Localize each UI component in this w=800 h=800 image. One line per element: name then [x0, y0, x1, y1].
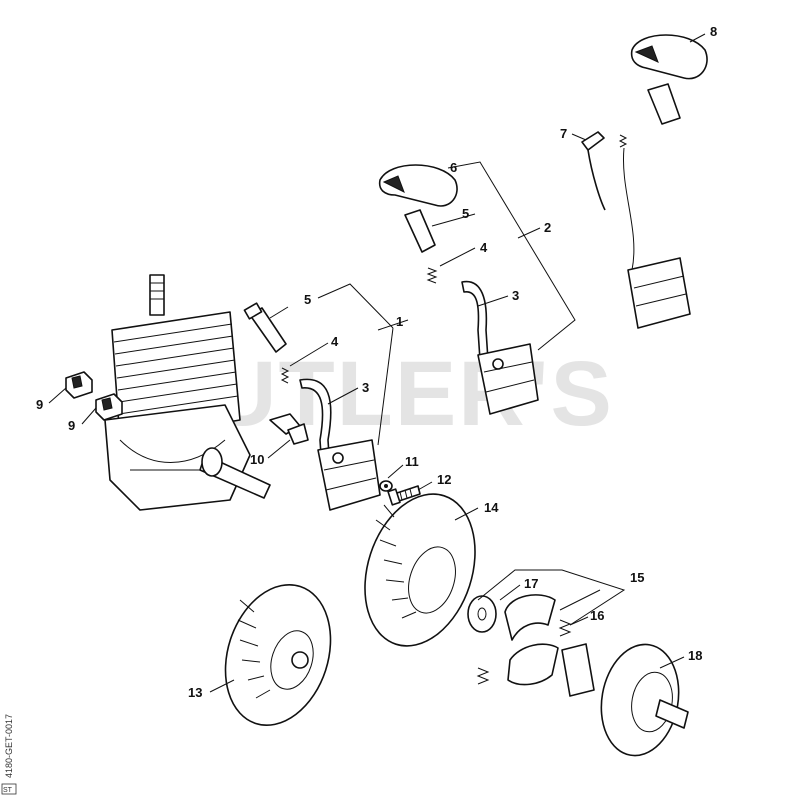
part-18-clutch-drum [600, 643, 689, 757]
callout-18: 18 [688, 648, 702, 663]
callout-9-lower: 9 [68, 418, 75, 433]
leader-lines [48, 33, 706, 693]
callout-3-left: 3 [362, 380, 369, 395]
part-16-spring [476, 619, 572, 685]
callout-4-right: 4 [480, 240, 488, 255]
part-4-spring-right [426, 267, 438, 284]
callout-9-upper: 9 [36, 397, 43, 412]
callout-labels: 1 2 3 3 4 4 5 5 6 7 8 9 9 10 11 12 13 14… [36, 24, 717, 700]
part-14-fan-wheel [364, 493, 476, 647]
part-8-cap [630, 34, 708, 80]
callout-14: 14 [484, 500, 499, 515]
callout-12: 12 [437, 472, 451, 487]
part-9-lower [95, 393, 123, 421]
callout-3-right: 3 [512, 288, 519, 303]
part-9-upper [65, 371, 93, 399]
part-2-ignition-module [477, 343, 539, 415]
callout-11: 11 [405, 454, 419, 469]
callout-5-right: 5 [462, 206, 469, 221]
part-7-sleeve [581, 131, 606, 211]
part-4-spring-left [280, 367, 290, 384]
engine-cylinder [104, 274, 271, 511]
part-13-fan-wheel [224, 584, 332, 726]
callout-15: 15 [630, 570, 644, 585]
callout-8: 8 [710, 24, 717, 39]
callout-4-left: 4 [331, 334, 339, 349]
part-17-washer [467, 595, 497, 633]
callout-17: 17 [524, 576, 538, 591]
callout-1: 1 [396, 314, 403, 329]
callout-7: 7 [560, 126, 567, 141]
part-10-clip [269, 413, 309, 445]
callout-6: 6 [450, 160, 457, 175]
side-mark-box [1, 783, 17, 795]
callout-10: 10 [250, 452, 264, 467]
side-code: 4180-GET-0017 [4, 714, 14, 778]
callout-16: 16 [590, 608, 604, 623]
part-12-screw [387, 485, 421, 506]
part-6-cap [378, 164, 458, 207]
ignition-lead-top-right [618, 83, 691, 329]
callout-5-left: 5 [304, 292, 311, 307]
part-11-washer [379, 480, 393, 492]
side-mark: ST [3, 787, 13, 794]
part-5-boot-left [243, 302, 287, 353]
watermark-text: UTLER'S [210, 343, 614, 445]
part-15-clutch [504, 594, 595, 697]
part-1-ignition-module [317, 439, 381, 511]
callout-13: 13 [188, 685, 202, 700]
callout-2: 2 [544, 220, 551, 235]
part-5-boot-right [404, 209, 436, 253]
